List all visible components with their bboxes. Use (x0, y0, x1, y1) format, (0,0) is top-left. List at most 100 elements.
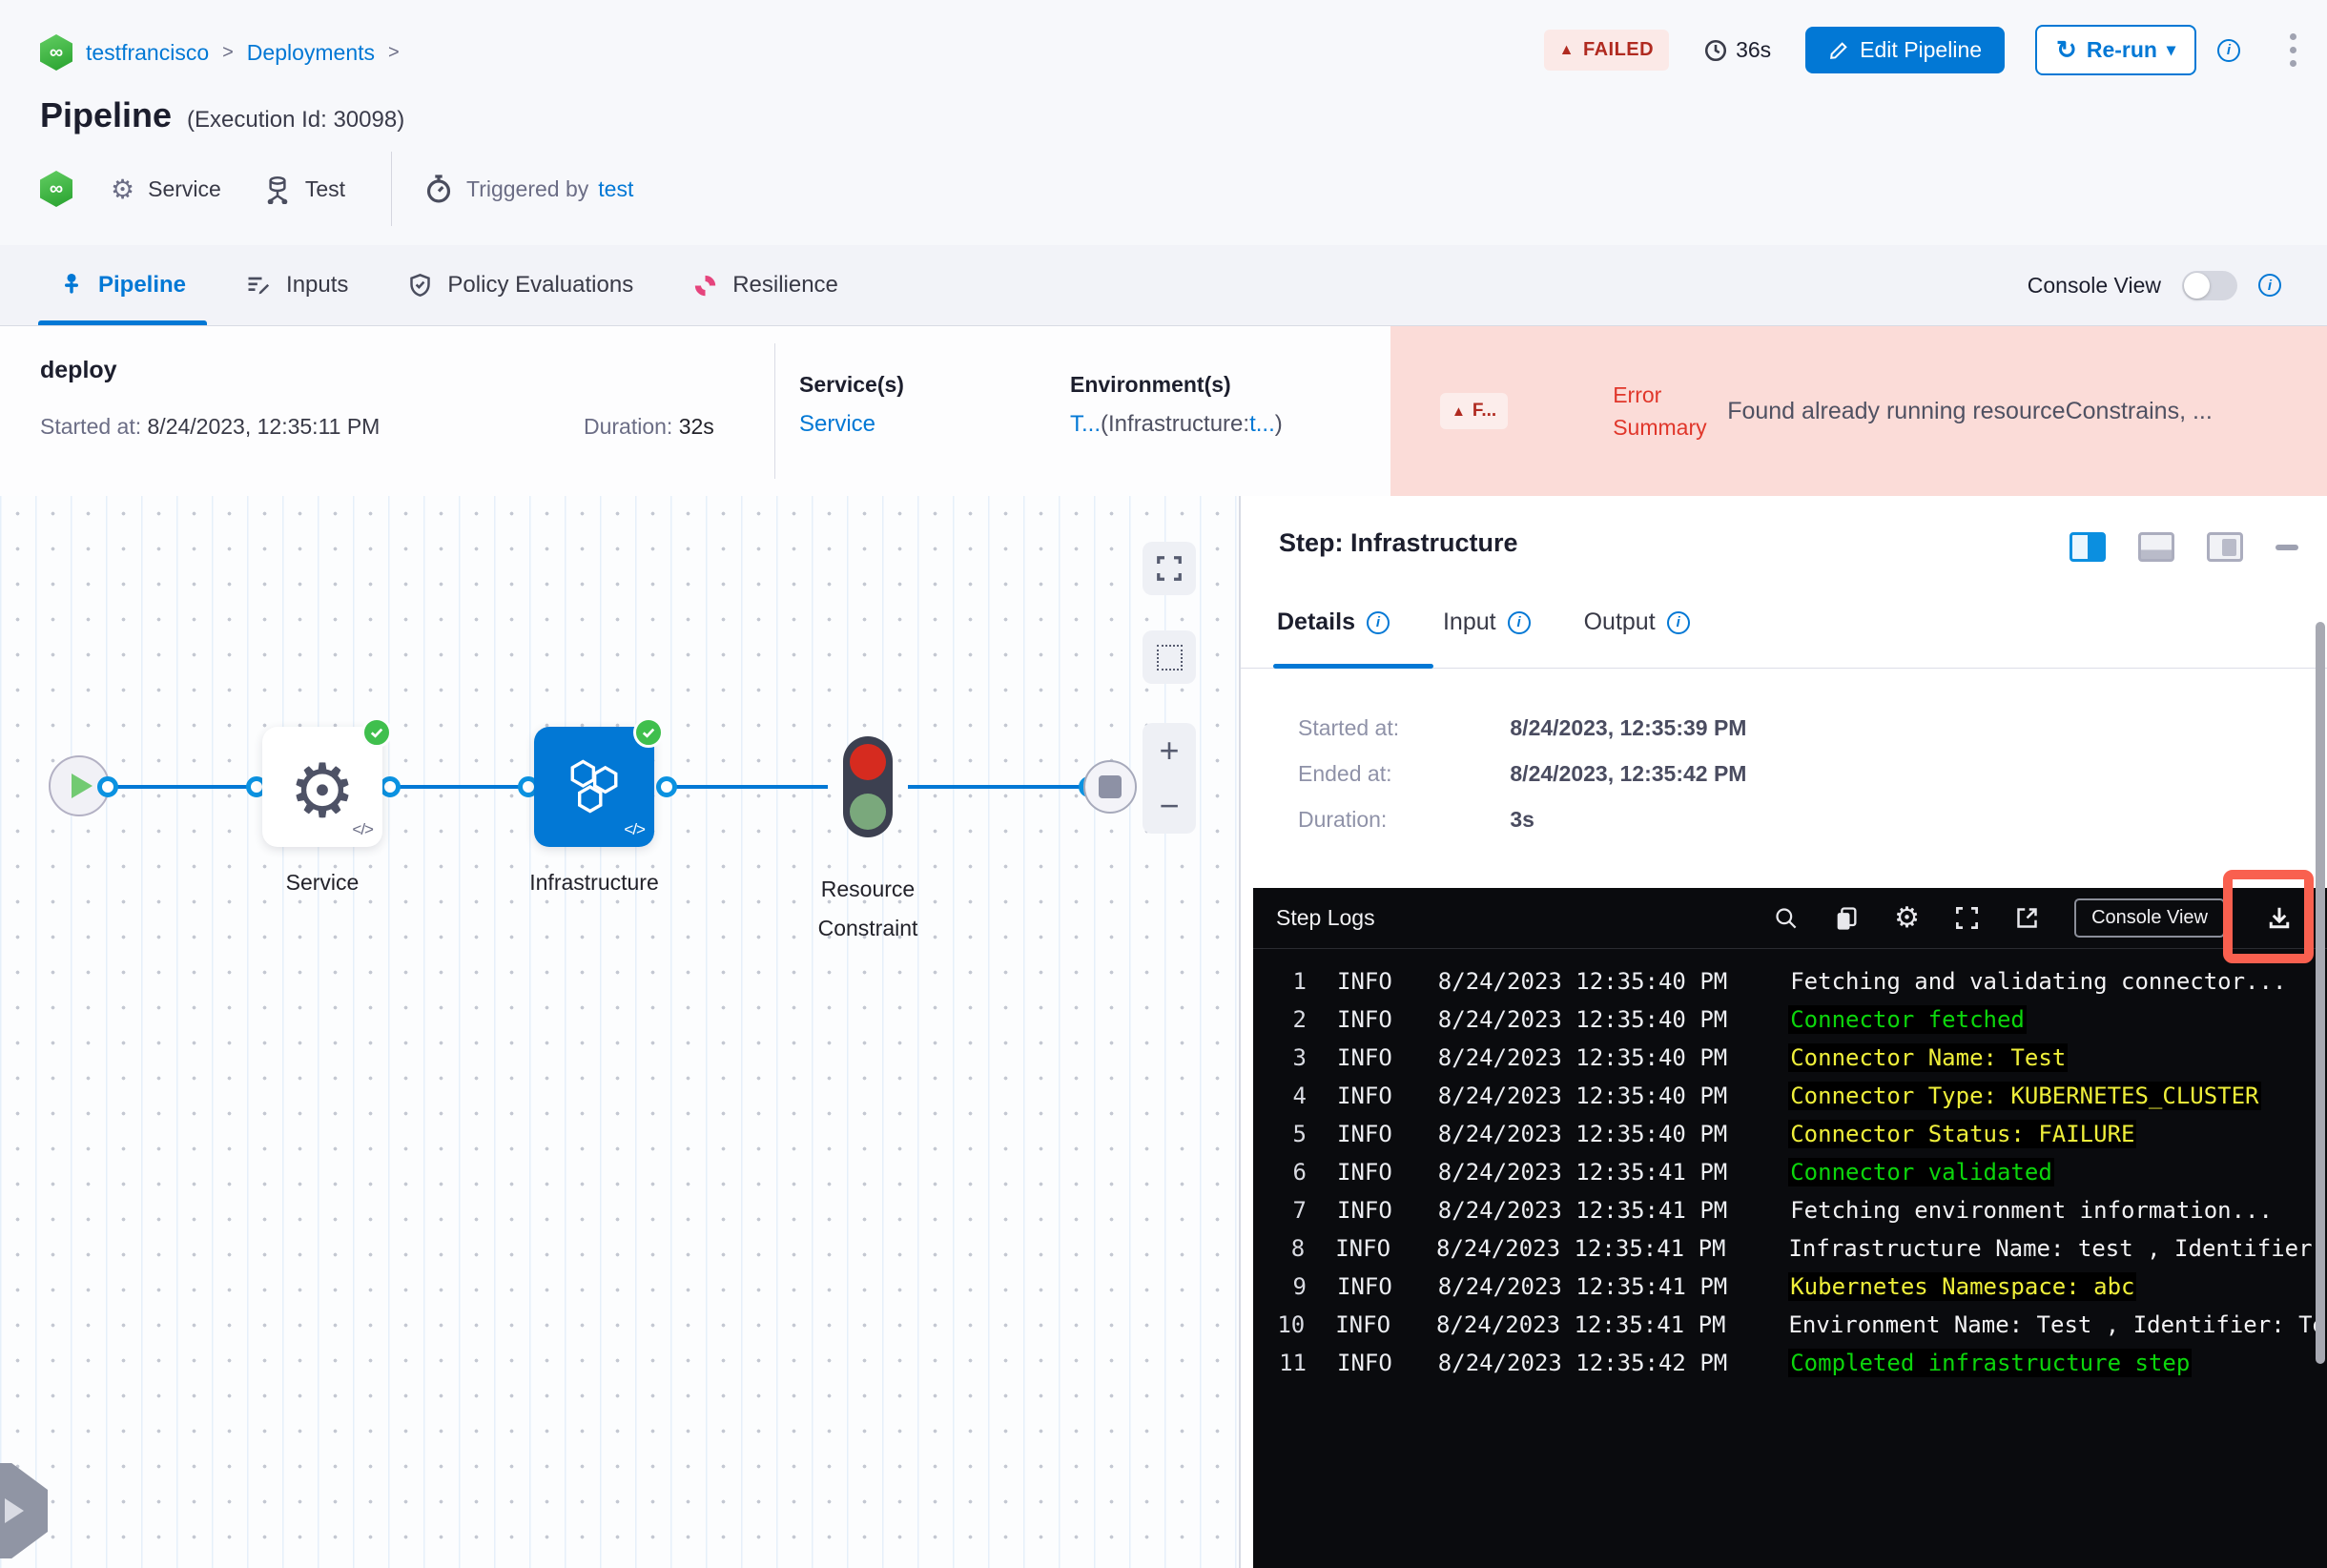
harness-logo-icon: ∞ (40, 171, 72, 207)
marquee-select-button[interactable] (1143, 630, 1196, 684)
started-at-label: Started at: (40, 414, 142, 439)
play-icon (72, 774, 93, 798)
expand-logs-icon[interactable] (1954, 905, 1980, 931)
node-label-service: Service (285, 870, 360, 895)
service-link[interactable]: Service (799, 411, 876, 437)
play-icon (5, 1498, 24, 1523)
resource-constraint-node[interactable] (843, 736, 893, 837)
open-in-new-icon[interactable] (2014, 905, 2040, 931)
log-level: INFO (1337, 1197, 1392, 1224)
console-view-label: Console View (2027, 272, 2161, 298)
breadcrumb-separator: > (388, 41, 400, 63)
fit-to-screen-button[interactable] (1143, 542, 1196, 595)
log-line-number: 9 (1292, 1273, 1307, 1300)
breadcrumb-deployments-link[interactable]: Deployments (246, 39, 376, 65)
triggered-by-label: Triggered by (466, 175, 589, 201)
code-icon: </> (352, 820, 374, 838)
environment-icon (263, 174, 292, 204)
tab-output[interactable]: Output i (1584, 609, 1690, 636)
log-line: 7 INFO 8/24/2023 12:35:41 PM Fetching en… (1253, 1191, 2327, 1229)
edge-service-infrastructure (393, 785, 530, 789)
step-logs-panel: Step Logs ⚙ (1253, 870, 2327, 1568)
log-settings-gear-icon[interactable]: ⚙ (1894, 901, 1921, 935)
zoom-out-button[interactable]: − (1159, 786, 1180, 825)
details-info-icon[interactable]: i (1366, 610, 1390, 634)
log-level: INFO (1335, 1235, 1391, 1262)
log-line-number: 8 (1290, 1235, 1306, 1262)
log-message: Connector Type: KUBERNETES_CLUSTER (1788, 1082, 2261, 1110)
bottom-view-button[interactable] (2138, 532, 2174, 562)
environment-tag[interactable]: Test (304, 175, 345, 201)
tab-details[interactable]: Details i (1277, 609, 1390, 636)
split-view-button[interactable] (2070, 532, 2106, 562)
log-level: INFO (1337, 1159, 1392, 1186)
tab-inputs[interactable]: Inputs (245, 245, 348, 325)
log-line: 5 INFO 8/24/2023 12:35:40 PM Connector S… (1253, 1115, 2327, 1153)
download-logs-icon[interactable] (2265, 904, 2294, 933)
log-line-number: 4 (1292, 1083, 1307, 1109)
previous-stage-nav-button[interactable] (0, 1463, 48, 1558)
log-message: Completed infrastructure step (1788, 1349, 2193, 1377)
log-message: Kubernetes Namespace: abc (1788, 1272, 2137, 1301)
log-line: 8 INFO 8/24/2023 12:35:41 PM Infrastruct… (1253, 1229, 2327, 1268)
tab-pipeline[interactable]: Pipeline (37, 245, 208, 325)
duration-value: 32s (678, 414, 714, 439)
log-line-number: 6 (1292, 1159, 1307, 1186)
edit-pipeline-button[interactable]: Edit Pipeline (1805, 27, 2006, 73)
step-details-panel: Step: Infrastructure Details i Input i O… (1240, 496, 2327, 1568)
rerun-info-icon[interactable]: i (2217, 38, 2240, 62)
detail-row-ended: Ended at: 8/24/2023, 12:35:42 PM (1298, 761, 1747, 786)
service-tag[interactable]: Service (148, 175, 221, 201)
tab-resilience[interactable]: Resilience (692, 245, 838, 325)
minimize-panel-button[interactable] (2276, 544, 2298, 550)
more-options-menu[interactable] (2290, 33, 2296, 67)
log-message: Infrastructure Name: test , Identifier: (1788, 1235, 2326, 1262)
page-title: Pipeline (40, 95, 173, 134)
breadcrumb-separator: > (222, 41, 234, 63)
error-summary-label: Error Summary (1613, 382, 1707, 441)
harness-logo-icon: ∞ (40, 34, 72, 71)
log-lines-container[interactable]: 1 INFO 8/24/2023 12:35:40 PM Fetching an… (1253, 962, 2327, 1568)
zoom-in-button[interactable]: + (1159, 731, 1180, 770)
inputs-icon (245, 272, 272, 299)
search-icon[interactable] (1773, 905, 1799, 931)
log-line: 2 INFO 8/24/2023 12:35:40 PM Connector f… (1253, 1001, 2327, 1039)
input-info-icon[interactable]: i (1507, 610, 1531, 634)
log-message: Fetching environment information... (1790, 1197, 2273, 1224)
log-level: INFO (1337, 968, 1392, 995)
error-summary-message: Found already running resourceConstrains… (1727, 397, 2213, 424)
copy-icon[interactable] (1833, 905, 1860, 932)
tab-policy-evaluations[interactable]: Policy Evaluations (407, 245, 633, 325)
floating-view-button[interactable] (2207, 532, 2243, 562)
log-timestamp: 8/24/2023 12:35:41 PM (1437, 1197, 1728, 1224)
output-info-icon[interactable]: i (1666, 610, 1690, 634)
step-panel-title: Step: Infrastructure (1279, 528, 1518, 557)
log-timestamp: 8/24/2023 12:35:40 PM (1437, 1044, 1728, 1071)
log-line: 9 INFO 8/24/2023 12:35:41 PM Kubernetes … (1253, 1268, 2327, 1306)
triggered-by-user-link[interactable]: test (598, 175, 634, 201)
service-step-node[interactable]: ⚙ </> (262, 717, 392, 847)
environment-value[interactable]: T...(Infrastructure:t...) (1070, 411, 1283, 437)
breadcrumb: ∞ testfrancisco > Deployments > (40, 34, 400, 71)
node-label-resource-constraint: Resource Constraint (817, 877, 918, 941)
page-scrollbar[interactable] (2316, 622, 2325, 1364)
infrastructure-step-node[interactable]: </> (534, 717, 664, 847)
rerun-button[interactable]: ↻ Re-run ▾ (2035, 25, 2196, 75)
tab-input[interactable]: Input i (1443, 609, 1531, 636)
log-level: INFO (1337, 1273, 1392, 1300)
caret-down-icon: ▾ (2166, 40, 2175, 59)
log-line-number: 10 (1277, 1311, 1306, 1338)
log-line-number: 5 (1292, 1121, 1307, 1147)
pipeline-graph-canvas[interactable]: ⚙ </> </> Service Infrastructure Resourc… (0, 496, 1240, 1568)
hexagons-icon (534, 727, 654, 847)
active-tab-underline (1273, 664, 1433, 669)
end-node[interactable] (1083, 760, 1137, 814)
breadcrumb-project-link[interactable]: testfrancisco (86, 39, 210, 65)
execution-id: (Execution Id: 30098) (187, 107, 405, 133)
status-badge: ▲ FAILED (1543, 30, 1670, 71)
edge-infrastructure-constraint (668, 785, 828, 789)
console-view-toggle[interactable] (2182, 270, 2237, 300)
console-view-info-icon[interactable]: i (2258, 274, 2281, 297)
log-line: 6 INFO 8/24/2023 12:35:41 PM Connector v… (1253, 1153, 2327, 1191)
console-view-button[interactable]: Console View (2074, 898, 2225, 938)
